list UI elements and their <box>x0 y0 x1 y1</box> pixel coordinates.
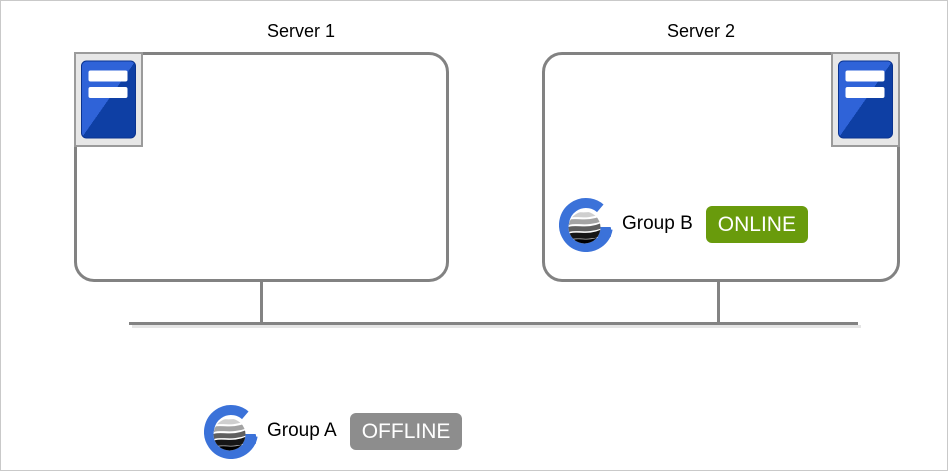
server1-title: Server 1 <box>266 21 336 41</box>
group-name: Group A <box>267 420 337 441</box>
status-badge-online: ONLINE <box>705 205 808 243</box>
server2-connector-line <box>717 282 720 325</box>
network-bus-line <box>129 322 858 325</box>
server-slot <box>845 70 885 82</box>
server2-title: Server 2 <box>666 21 736 41</box>
group-name: Group B <box>622 213 693 234</box>
server-slot <box>88 70 128 82</box>
group-a-row: Group A OFFLINE <box>204 402 463 460</box>
group-logo-icon <box>204 405 258 459</box>
group-logo-icon <box>559 198 613 252</box>
server-slot <box>845 87 885 98</box>
server-slot <box>88 87 128 98</box>
status-badge-offline: OFFLINE <box>349 412 463 450</box>
server1-connector-line <box>260 282 263 325</box>
server-icon <box>74 52 143 147</box>
server-icon <box>831 52 900 147</box>
group-b-row: Group B ONLINE <box>559 195 808 253</box>
